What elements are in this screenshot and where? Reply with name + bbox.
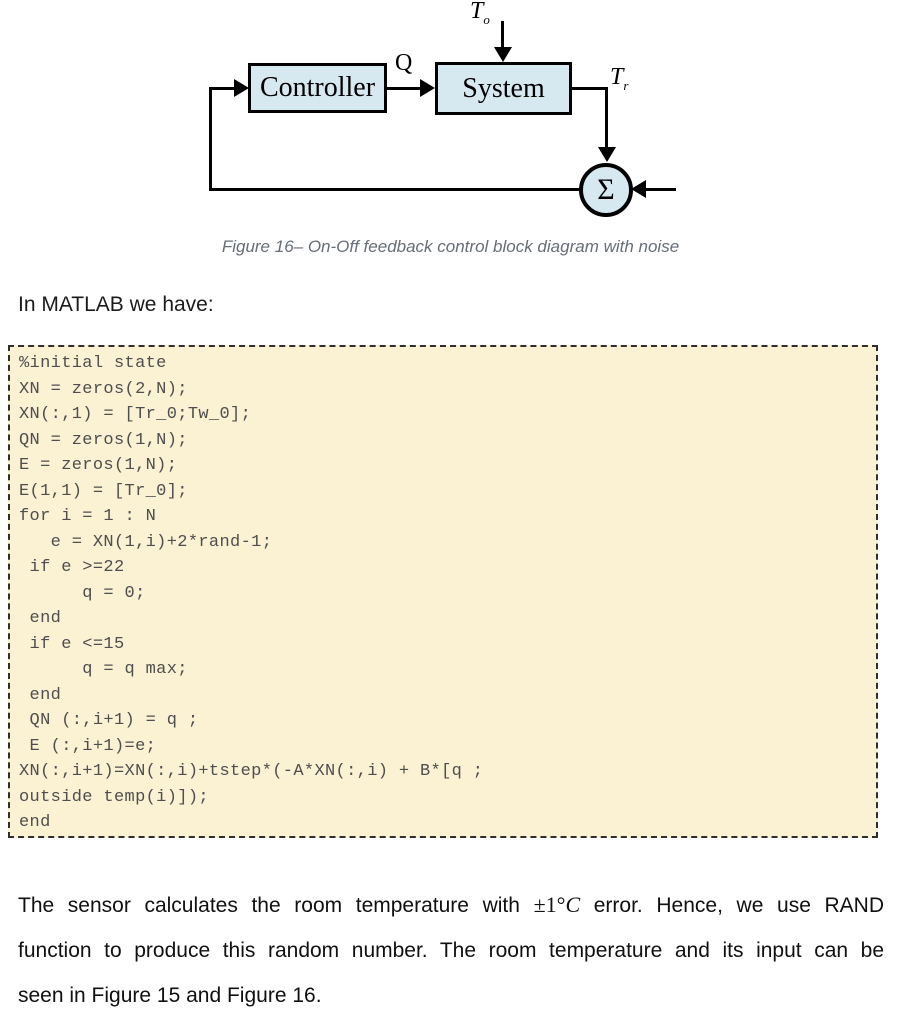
sum-right-input-arrow-icon: [631, 180, 646, 198]
outside-temp-line: [501, 21, 504, 49]
label-tr-base: T: [610, 64, 624, 90]
controller-block: Controller: [248, 63, 387, 113]
summation-node: Σ: [579, 163, 633, 217]
paragraph-line-3: seen in Figure 15 and Figure 16.: [18, 984, 322, 1007]
controller-block-label: Controller: [259, 72, 376, 103]
outside-temp-arrow-icon: [494, 47, 512, 62]
paragraph-line-2: function to produce this random number. …: [18, 939, 884, 962]
feedback-bottom-line: [209, 188, 582, 191]
label-to-base: T: [470, 0, 484, 24]
system-block-label: System: [462, 72, 545, 104]
label-q-text: Q: [395, 50, 413, 76]
sigma-icon: Σ: [597, 173, 615, 206]
label-to-sub: o: [483, 11, 490, 27]
feedback-left-line: [209, 87, 212, 191]
controller-input-arrow-icon: [234, 79, 249, 97]
feedback-block-diagram: Controller System Σ Q To Tr: [0, 0, 901, 270]
paragraph-line-1-post: error. Hence, we use RAND: [580, 894, 884, 917]
controller-system-arrow-icon: [420, 79, 435, 97]
paragraph-line-1: The sensor calculates the room temperatu…: [18, 882, 884, 928]
figure-caption: Figure 16– On-Off feedback control block…: [221, 237, 680, 256]
sum-right-input-line: [645, 188, 676, 191]
system-block: System: [435, 62, 572, 115]
label-room-temp: Tr: [610, 64, 628, 94]
label-outside-temp: To: [470, 0, 490, 28]
controller-input-line: [209, 87, 236, 90]
label-q: Q: [395, 50, 412, 77]
system-output-line-v: [605, 87, 608, 149]
celsius-symbol-text: C: [565, 892, 581, 917]
body-paragraph: The sensor calculates the room temperatu…: [18, 882, 884, 1018]
matlab-code-text: %initial state XN = zeros(2,N); XN(:,1) …: [19, 354, 484, 832]
paragraph-line-1-pre: The sensor calculates the room temperatu…: [18, 894, 534, 917]
system-output-line-h: [572, 87, 608, 90]
plus-minus-one-degree-text: ±1°: [533, 892, 566, 917]
matlab-code-block: %initial state XN = zeros(2,N); XN(:,1) …: [8, 345, 878, 838]
intro-text: In MATLAB we have:: [18, 293, 214, 316]
system-output-arrow-icon: [598, 147, 616, 162]
label-tr-sub: r: [623, 77, 629, 93]
controller-system-line: [387, 87, 421, 90]
